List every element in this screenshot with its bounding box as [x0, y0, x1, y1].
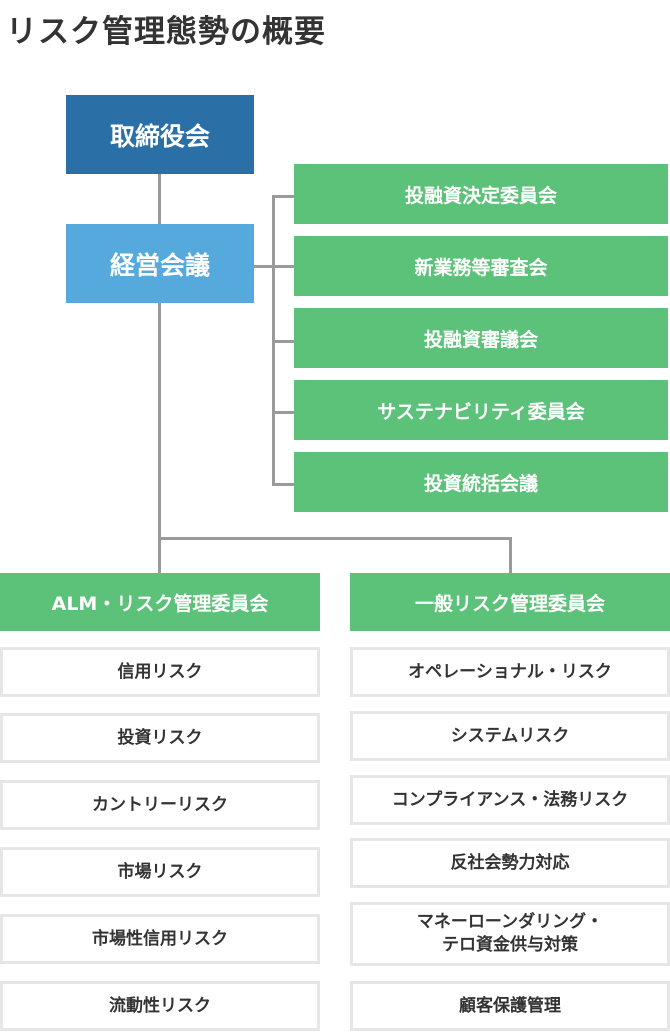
connector-committee-5 [272, 483, 294, 486]
risk-item: 顧客保護管理 [350, 981, 670, 1031]
connector-mgmt-down [158, 303, 161, 539]
risk-item: 市場性信用リスク [0, 914, 320, 964]
connector-mgmt-right [254, 265, 274, 268]
connector-alm [158, 537, 161, 573]
connector-board-mgmt [158, 174, 161, 224]
connector-general [509, 537, 512, 573]
connector-committee-4 [272, 411, 294, 414]
risk-item: オペレーショナル・リスク [350, 647, 670, 697]
alm-committee-box: ALM・リスク管理委員会 [0, 573, 320, 631]
risk-item: カントリーリスク [0, 780, 320, 830]
connector-branch-horizontal [158, 537, 512, 540]
committee-box: 投融資決定委員会 [294, 164, 668, 224]
risk-item: 流動性リスク [0, 981, 320, 1031]
risk-item: コンプライアンス・法務リスク [350, 775, 670, 825]
risk-item: システムリスク [350, 711, 670, 761]
committee-box: サステナビリティ委員会 [294, 380, 668, 440]
risk-item: 信用リスク [0, 647, 320, 697]
committee-box: 投資統括会議 [294, 452, 668, 512]
committee-box: 新業務等審査会 [294, 236, 668, 296]
committee-box: 投融資審議会 [294, 308, 668, 368]
page-title: リスク管理態勢の概要 [6, 14, 326, 50]
risk-item: 市場リスク [0, 847, 320, 897]
general-committee-box: 一般リスク管理委員会 [350, 573, 670, 631]
connector-committee-3 [272, 340, 294, 343]
management-box: 経営会議 [66, 224, 254, 303]
risk-item: マネーローンダリング・ テロ資金供与対策 [350, 902, 670, 966]
risk-item: 反社会勢力対応 [350, 838, 670, 888]
connector-committee-1 [272, 195, 294, 198]
board-box: 取締役会 [66, 95, 254, 174]
risk-item: 投資リスク [0, 713, 320, 763]
connector-committee-2 [272, 265, 294, 268]
